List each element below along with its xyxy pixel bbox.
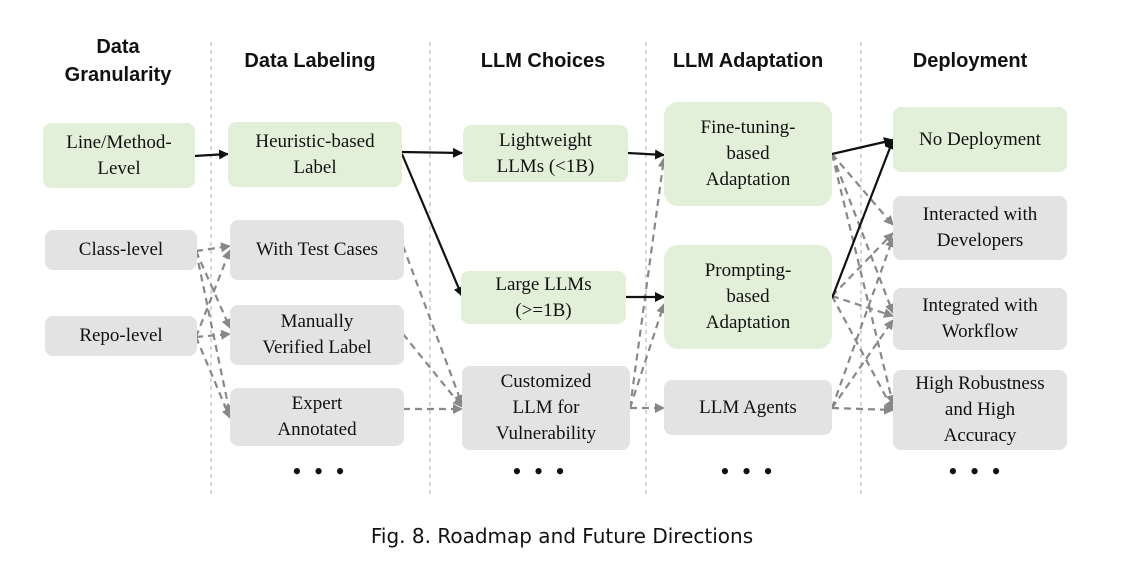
arrow-agents-interacted <box>830 237 895 409</box>
node-interacted-with-developers: Interacted with Developers <box>893 196 1067 260</box>
node-prompting-adaptation: Prompting- based Adaptation <box>664 245 832 349</box>
node-finetuning-adaptation: Fine-tuning- based Adaptation <box>664 102 832 206</box>
ellipsis-choices: • • • <box>512 457 568 486</box>
arrow-repo-manual <box>195 329 231 340</box>
arrow-prompt-robust <box>831 295 894 411</box>
node-customized-llm: Customized LLM for Vulnerability <box>462 366 630 450</box>
ellipsis-deployment: • • • <box>948 457 1004 486</box>
node-high-robustness: High Robustness and High Accuracy <box>893 370 1067 450</box>
arrow-manual-custom <box>402 333 463 408</box>
arrow-test-custom <box>401 245 464 405</box>
node-heuristic-label: Heuristic-based Label <box>228 122 402 187</box>
arrow-custom-prompt <box>628 303 666 409</box>
header-data-labeling: Data Labeling <box>244 50 376 72</box>
arrow-class-manual <box>194 250 232 329</box>
node-class-level: Class-level <box>45 230 197 270</box>
arrow-prompt-nodeploy <box>830 139 895 299</box>
arrow-agents-robust <box>831 404 894 415</box>
node-no-deployment: No Deployment <box>893 107 1067 172</box>
arrow-heuristic-lightweight <box>401 147 463 158</box>
arrow-agents-integrated <box>831 319 894 409</box>
arrow-finetune-nodeploy <box>831 137 894 156</box>
arrow-heuristic-large <box>400 153 464 297</box>
arrow-prompt-integrated <box>831 294 894 318</box>
arrow-class-test <box>195 242 231 253</box>
arrow-line-heuristic <box>193 149 229 160</box>
ellipsis-adaptation: • • • <box>720 457 776 486</box>
node-lightweight-llms: Lightweight LLMs (<1B) <box>463 125 628 182</box>
node-manually-verified-label: Manually Verified Label <box>230 305 404 365</box>
arrow-repo-expert <box>194 336 232 419</box>
header-data-granularity: Data Granularity <box>64 36 172 86</box>
node-expert-annotated: Expert Annotated <box>230 388 404 446</box>
arrow-custom-finetune <box>628 157 668 409</box>
arrow-finetune-interacted <box>831 153 894 226</box>
figure-caption: Fig. 8. Roadmap and Future Directions <box>370 524 754 548</box>
header-deployment: Deployment <box>912 50 1028 72</box>
node-line-method-level: Line/Method- Level <box>43 123 195 188</box>
arrow-finetune-robust <box>830 153 896 405</box>
arrow-finetune-integrated <box>830 153 895 314</box>
node-integrated-with-workflow: Integrated with Workflow <box>893 288 1067 350</box>
node-large-llms: Large LLMs (>=1B) <box>461 271 626 324</box>
arrow-class-expert <box>194 250 234 415</box>
node-repo-level: Repo-level <box>45 316 197 356</box>
ellipsis-labeling: • • • <box>292 457 348 486</box>
arrow-prompt-interacted <box>831 232 894 297</box>
node-llm-agents: LLM Agents <box>664 380 832 435</box>
header-llm-adaptation: LLM Adaptation <box>672 50 824 72</box>
arrow-lightweight-finetune <box>627 149 665 160</box>
arrow-repo-test <box>194 249 232 338</box>
header-llm-choices: LLM Choices <box>480 50 606 72</box>
node-with-test-cases: With Test Cases <box>230 220 404 280</box>
